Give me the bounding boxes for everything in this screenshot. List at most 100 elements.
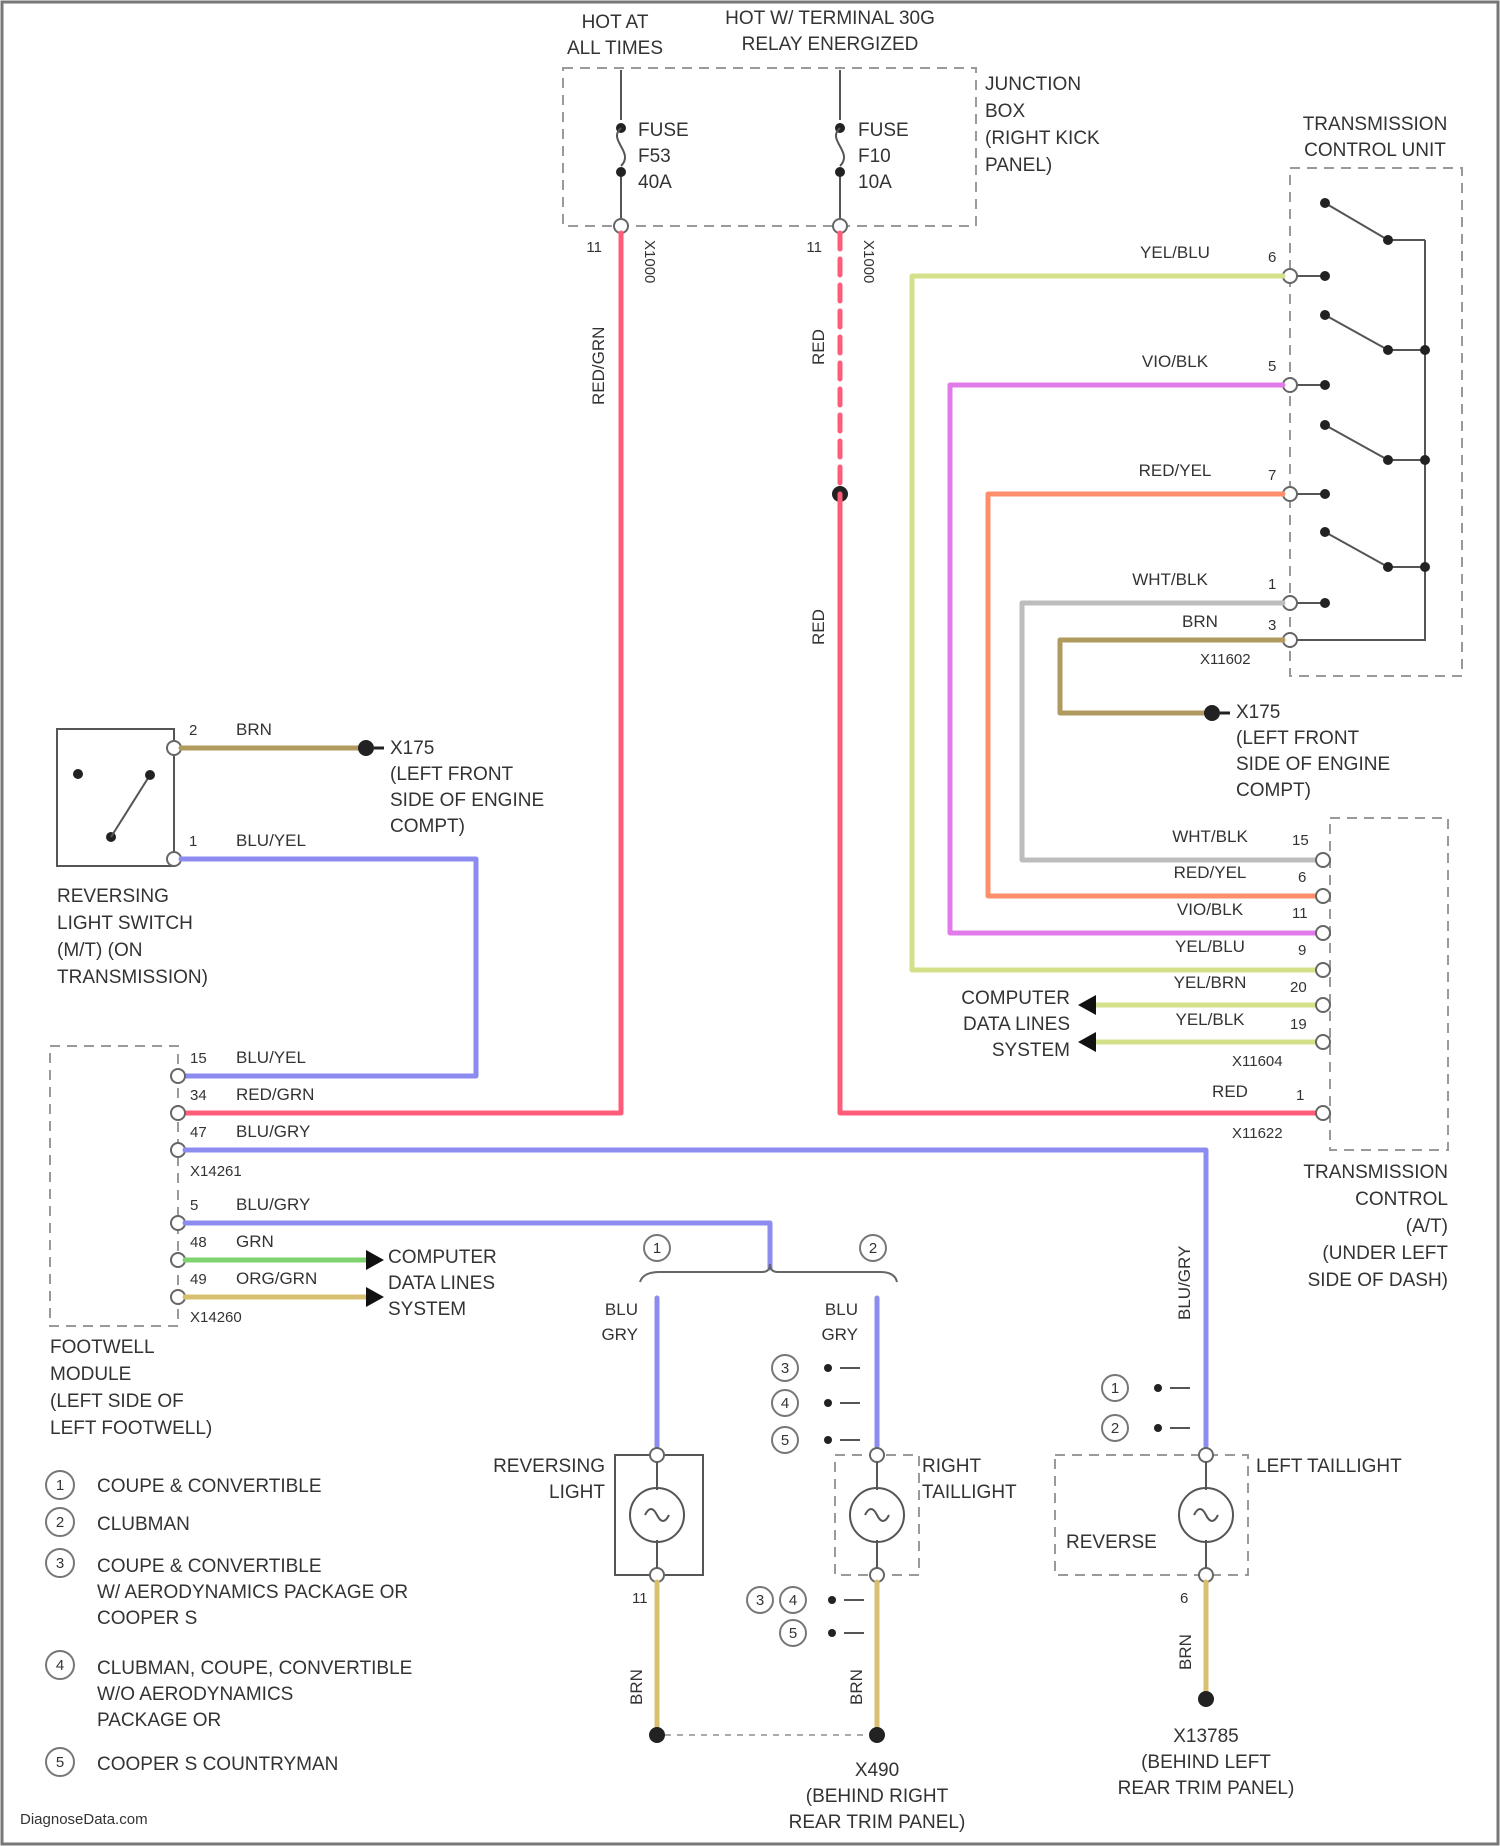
connector-label: X11604 [1232,1053,1283,1070]
wire-label: YEL/BLK [1176,1010,1246,1029]
wire-label: BLU/GRY [236,1195,310,1214]
svg-text:X175: X175 [390,738,434,759]
footwell-label: FOOTWELL MODULE (LEFT SIDE OF LEFT FOOTW… [50,1337,212,1439]
footwell-computer-data-label: COMPUTER DATA LINES SYSTEM [388,1247,497,1320]
svg-text:1: 1 [56,1477,64,1494]
pin-number: 48 [190,1234,207,1251]
pin-number: 15 [1292,832,1309,849]
wire-yel-blu [912,276,1316,970]
wire-label: RED/YEL [1139,461,1212,480]
variant-markers: 3 4 5 [747,1587,864,1646]
svg-text:3: 3 [56,1555,64,1572]
svg-text:LIGHT SWITCH: LIGHT SWITCH [57,913,193,934]
bulb-icon [630,1462,684,1568]
tcu-at-label: TRANSMISSION CONTROL (A/T) (UNDER LEFT S… [1303,1162,1448,1291]
svg-text:COOPER S: COOPER S [97,1608,197,1629]
svg-text:W/ AERODYNAMICS PACKAGE OR: W/ AERODYNAMICS PACKAGE OR [97,1582,408,1603]
fuse-icon [616,123,626,177]
pin-number: 7 [1268,467,1276,484]
wire-label: WHT/BLK [1172,827,1248,846]
svg-text:CLUBMAN, COUPE, CONVERTIBLE: CLUBMAN, COUPE, CONVERTIBLE [97,1658,412,1679]
connector-label: X11622 [1232,1125,1283,1142]
svg-text:4: 4 [56,1657,64,1674]
connector-pin [650,1448,664,1462]
svg-text:1: 1 [1111,1380,1119,1397]
svg-text:TRANSMISSION): TRANSMISSION) [57,967,208,988]
header-line: RELAY ENERGIZED [742,34,919,55]
svg-text:RIGHT: RIGHT [922,1456,982,1477]
pin-number: 2 [189,722,197,739]
connector-pin [1316,1035,1330,1049]
connector-label: X1000 [641,240,658,283]
svg-text:40A: 40A [638,172,672,193]
svg-text:X13785: X13785 [1173,1726,1239,1747]
wire-label: VIO/BLK [1177,900,1244,919]
svg-text:(BEHIND LEFT: (BEHIND LEFT [1141,1752,1271,1773]
pin-number: 11 [632,1590,648,1607]
wire-label: WHT/BLK [1132,570,1208,589]
variant-markers: 1 2 [1102,1375,1190,1441]
svg-text:PACKAGE OR: PACKAGE OR [97,1710,221,1731]
svg-text:10A: 10A [858,172,892,193]
wire-label: YEL/BLU [1175,937,1245,956]
wire-label: YEL/BRN [1174,973,1247,992]
legend-item: 4 CLUBMAN, COUPE, CONVERTIBLE W/O AERODY… [46,1651,412,1731]
svg-text:4: 4 [781,1395,789,1412]
pin-number: 11 [586,239,602,256]
svg-text:SYSTEM: SYSTEM [992,1040,1070,1061]
junction-box-label: JUNCTION BOX (RIGHT KICK PANEL) [985,74,1100,176]
connector-pin [171,1069,185,1083]
svg-text:BLU: BLU [825,1300,858,1319]
wire-label: BLU/GRY [1175,1246,1194,1320]
wire-blu-yel [181,859,476,1076]
tcu-box [1290,168,1462,676]
wire-label: BRN [1176,1634,1195,1670]
svg-text:TRANSMISSION: TRANSMISSION [1303,1162,1448,1183]
svg-text:SYSTEM: SYSTEM [388,1299,466,1320]
connector-pin [1316,1106,1330,1120]
wire-label: RED [1212,1082,1248,1101]
legend-item: 2 CLUBMAN [46,1508,190,1536]
variant-markers: 3 4 5 [772,1355,860,1453]
ground-icon [1198,1691,1214,1707]
svg-text:COMPT): COMPT) [1236,780,1311,801]
svg-text:(M/T) (ON: (M/T) (ON [57,940,142,961]
wire-label: ORG/GRN [236,1269,317,1288]
footer-watermark: DiagnoseData.com [20,1811,148,1828]
svg-text:X175: X175 [1236,702,1280,723]
svg-text:GRY: GRY [821,1325,858,1344]
ground-icon [649,1727,665,1743]
svg-text:TRANSMISSION: TRANSMISSION [1303,114,1448,135]
pin-number: 20 [1290,979,1307,996]
header-line: HOT AT [582,12,649,33]
svg-text:MODULE: MODULE [50,1364,131,1385]
svg-text:3: 3 [781,1360,789,1377]
pin-number: 1 [189,833,197,850]
pin-number: 49 [190,1271,207,1288]
wire-label: BLU/YEL [236,1048,306,1067]
pin-number: 6 [1268,249,1276,266]
svg-text:5: 5 [789,1625,797,1642]
svg-text:COMPUTER: COMPUTER [388,1247,497,1268]
svg-text:LIGHT: LIGHT [549,1482,605,1503]
connector-pin [870,1448,884,1462]
bulb-icon [1179,1462,1233,1568]
connector-pin [171,1106,185,1120]
svg-text:COMPUTER: COMPUTER [961,988,1070,1009]
svg-text:REVERSING: REVERSING [493,1456,605,1477]
fuse-right-label: FUSE F10 10A [858,120,909,193]
wire-label: BRN [847,1669,866,1705]
footwell-module-box [50,1046,178,1326]
wire-red-yel [988,494,1316,896]
wire-label: RED [809,609,828,645]
svg-text:BLU: BLU [605,1300,638,1319]
wire-label: BLU/YEL [236,831,306,850]
legend-item: 5 COOPER S COUNTRYMAN [46,1748,338,1776]
svg-text:SIDE OF ENGINE: SIDE OF ENGINE [1236,754,1390,775]
pin-number: 3 [1268,617,1276,634]
svg-text:F10: F10 [858,146,891,167]
header-hot-relay: HOT W/ TERMINAL 30G RELAY ENERGIZED [725,8,935,55]
wire-label: BRN [236,720,272,739]
svg-text:4: 4 [789,1592,797,1609]
connector-label: X1000 [860,240,877,283]
